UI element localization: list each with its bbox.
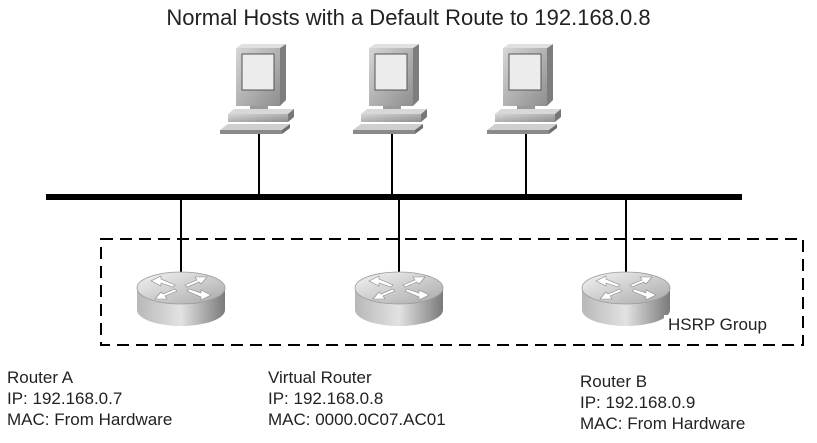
hsrp-group-label: HSRP Group bbox=[664, 315, 771, 335]
computer-icon bbox=[219, 43, 295, 135]
virtual-router-ip: IP: 192.168.0.8 bbox=[268, 389, 384, 408]
router-b-name: Router B bbox=[580, 372, 648, 391]
router-icon bbox=[581, 271, 671, 327]
router-a-ip: IP: 192.168.0.7 bbox=[7, 389, 123, 408]
router-a-name: Router A bbox=[7, 368, 74, 387]
router-b-ip: IP: 192.168.0.9 bbox=[580, 393, 696, 412]
virtual-router-label: Virtual Router IP: 192.168.0.8 MAC: 0000… bbox=[268, 367, 446, 430]
router-icon bbox=[354, 271, 444, 327]
router-a-label: Router A IP: 192.168.0.7 MAC: From Hardw… bbox=[7, 367, 172, 430]
router-a-mac: MAC: From Hardware bbox=[7, 410, 173, 429]
virtual-router-mac: MAC: 0000.0C07.AC01 bbox=[268, 410, 446, 429]
computer-icon bbox=[352, 43, 428, 135]
virtual-router-name: Virtual Router bbox=[268, 368, 372, 387]
computer-icon bbox=[486, 43, 562, 135]
hsrp-group-box bbox=[100, 238, 804, 346]
router-b-mac: MAC: From Hardware bbox=[580, 414, 746, 433]
router-icon bbox=[136, 271, 226, 327]
router-b-label: Router B IP: 192.168.0.9 MAC: From Hardw… bbox=[580, 371, 745, 434]
diagram-title: Normal Hosts with a Default Route to 192… bbox=[166, 5, 651, 30]
